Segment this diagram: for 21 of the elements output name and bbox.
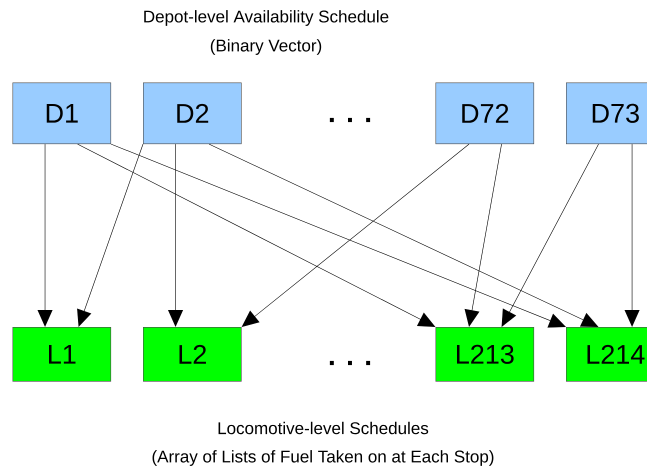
locomotive-box: L214 — [566, 327, 647, 382]
arrow — [110, 144, 566, 328]
title: Depot-level Availability Schedule — [144, 10, 388, 26]
arrow — [242, 144, 470, 327]
arrow — [77, 144, 436, 327]
arrow — [77, 144, 144, 327]
subtitle: (Array of Lists of Fuel Taken on at Each Stop) — [152, 450, 494, 466]
depot-box: D2 — [143, 82, 242, 144]
depot-box: D73 — [566, 82, 647, 144]
locomotive-box: L1 — [12, 327, 112, 382]
depot-box: D72 — [436, 82, 534, 144]
arrow — [464, 144, 502, 327]
locomotive-box: L2 — [143, 327, 242, 382]
ellipsis: . . . — [330, 118, 370, 122]
caption: Locomotive-level Schedules — [218, 422, 428, 434]
locomotive-box: L213 — [436, 327, 534, 382]
depot-box: D1 — [12, 82, 112, 144]
ellipsis: . . . — [330, 360, 370, 366]
arrow — [502, 144, 599, 327]
subtitle: (Binary Vector) — [210, 39, 322, 55]
arrow — [624, 144, 640, 327]
